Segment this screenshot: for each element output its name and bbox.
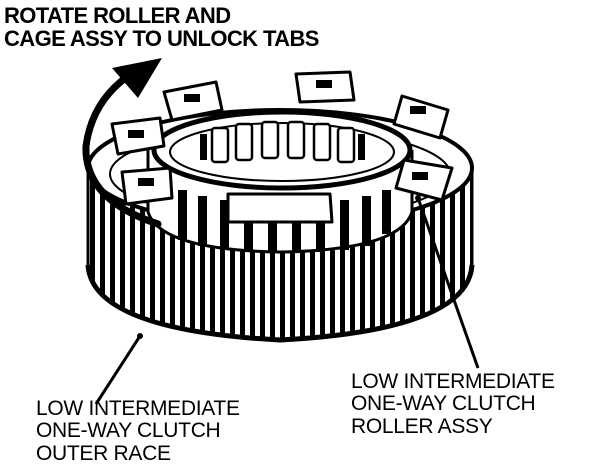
tab-front — [226, 192, 334, 224]
roller-assy-line-1: LOW INTERMEDIATE — [351, 370, 555, 393]
title-line-2: CAGE ASSY TO UNLOCK TABS — [4, 26, 319, 52]
diagram-title: ROTATE ROLLER AND CAGE ASSY TO UNLOCK TA… — [4, 4, 319, 51]
leader-outer-race — [94, 335, 142, 405]
outer-race-line-3: OUTER RACE — [36, 441, 171, 465]
label-roller-assy: LOW INTERMEDIATE ONE-WAY CLUTCH ROLLER A… — [351, 370, 555, 438]
leader-roller-assy — [416, 197, 480, 369]
curved-arrow-icon — [82, 72, 162, 228]
roller-assy-line-2: ONE-WAY CLUTCH — [351, 392, 536, 416]
tab-right-upper — [392, 94, 450, 140]
outer-race-line-1: LOW INTERMEDIATE — [36, 397, 240, 420]
leader-lines — [94, 197, 480, 405]
roller-assy-line-3: ROLLER ASSY — [351, 414, 493, 438]
cage-slots — [178, 190, 391, 253]
rotation-arrow — [82, 58, 162, 228]
title-line-1: ROTATE ROLLER AND — [4, 3, 231, 28]
inner-rollers — [151, 109, 413, 191]
label-outer-race: LOW INTERMEDIATE ONE-WAY CLUTCH OUTER RA… — [36, 397, 240, 465]
arrow-head — [112, 58, 162, 98]
outer-race-line-2: ONE-WAY CLUTCH — [36, 419, 221, 443]
